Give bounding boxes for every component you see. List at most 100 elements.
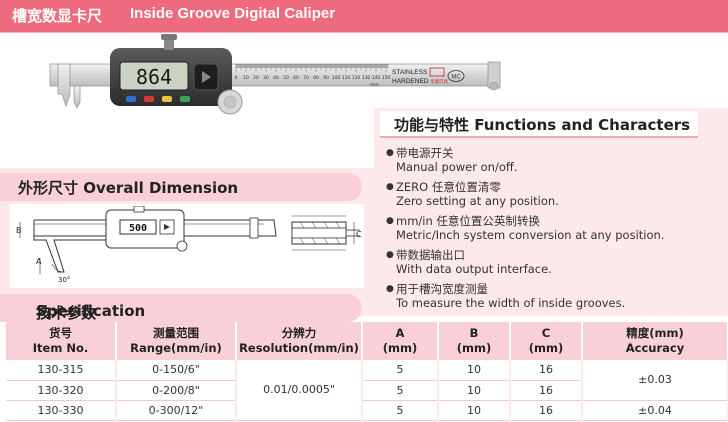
title-bar: 槽宽数显卡尺 Inside Groove Digital Caliper [0, 0, 728, 32]
cell-accuracy: ±0.04 [582, 400, 728, 421]
cell-range: 0-300/12" [116, 400, 237, 421]
scale-mark-label: 40 [273, 75, 279, 81]
title-divider [0, 32, 728, 33]
drawing-angle: 30° [58, 276, 70, 284]
spec-column-header: 精度(mm)Accuracy [582, 322, 728, 360]
cell-item: 130-315 [6, 360, 117, 381]
scale-mark-label: 20 [253, 75, 259, 81]
function-item-en: To measure the width of inside grooves. [396, 296, 626, 310]
functions-title: 功能与特性 Functions and Characters [394, 116, 691, 134]
drawing-label-c: C [356, 230, 362, 239]
scale-mark-label: 110 [342, 75, 351, 81]
scale-mark-label: 90 [323, 75, 329, 81]
drawing-label-b: B [16, 226, 22, 235]
spec-header: 技术参数 Specification [0, 294, 362, 322]
cell-a: 5 [362, 380, 439, 401]
function-item-en: Zero setting at any position. [396, 194, 559, 208]
scale-mark-label: 0 [235, 75, 238, 81]
function-item-cn: mm/in 任意位置公英制转换 [396, 214, 540, 228]
fixed-jaw [57, 63, 71, 108]
cert-mark-icon [447, 70, 465, 82]
dimension-title: 外形尺寸 Overall Dimension [18, 179, 239, 197]
functions-panel [374, 108, 728, 316]
lcd-value: 864 [136, 65, 172, 89]
scale-mark-label: 50 [283, 75, 289, 81]
title-cn: 槽宽数显卡尺 [12, 7, 103, 25]
scale-mark-label: 60 [293, 75, 299, 81]
cell-b: 10 [438, 400, 511, 421]
scale-mark-label: 10 [243, 75, 249, 81]
brand-logo-icon [429, 67, 445, 77]
scale-mark-label: 100 [332, 75, 341, 81]
label-stainless: STAINLESS [392, 69, 428, 76]
dimension-header: 外形尺寸 Overall Dimension [0, 173, 362, 201]
section-view: C [291, 215, 362, 251]
label-hardened: HARDENED [392, 78, 429, 85]
green-button [180, 96, 190, 102]
unit-label: mm [370, 83, 379, 88]
scale-mark-label: 70 [303, 75, 309, 81]
cell-item: 130-330 [6, 400, 117, 421]
bullet-icon: ● [386, 284, 394, 294]
cell-c: 16 [510, 400, 583, 421]
cell-range: 0-200/8" [116, 380, 237, 401]
red-button [144, 96, 154, 102]
scale-mark-label: 130 [362, 75, 371, 81]
yellow-button [162, 96, 172, 102]
function-item-cn: 用于槽沟宽度测量 [396, 282, 488, 296]
cell-b: 10 [438, 360, 511, 381]
cell-c: 16 [510, 380, 583, 401]
cell-resolution: 0.01/0.0005" [236, 360, 363, 421]
function-item-en: Metric/Inch system conversion at any pos… [396, 228, 665, 242]
bullet-icon: ● [386, 250, 394, 260]
function-item-cn: 带电源开关 [396, 146, 454, 160]
function-item-en: With data output interface. [396, 262, 552, 276]
drawing-lcd-value: 500 [129, 223, 147, 234]
cell-c: 16 [510, 360, 583, 381]
cell-item: 130-320 [6, 380, 117, 401]
drawing-label-a: A [36, 257, 42, 266]
function-item-cn: 带数据输出口 [396, 248, 465, 262]
spec-column-header: B(mm) [438, 322, 511, 360]
bullet-icon: ● [386, 216, 394, 226]
bullet-icon: ● [386, 182, 394, 192]
cell-accuracy: ±0.03 [582, 360, 728, 401]
spec-column-header: C(mm) [510, 322, 583, 360]
spec-column-header: A(mm) [362, 322, 439, 360]
function-item-en: Manual power on/off. [396, 160, 518, 174]
scale-ticks [235, 64, 389, 72]
bullet-icon: ● [386, 148, 394, 158]
cell-a: 5 [362, 360, 439, 381]
svg-text:MC: MC [451, 75, 461, 81]
cell-b: 10 [438, 380, 511, 401]
cell-range: 0-150/6" [116, 360, 237, 381]
title-en: Inside Groove Digital Caliper [130, 5, 336, 22]
scale-mark-label: 80 [313, 75, 319, 81]
blue-button [126, 96, 136, 102]
scale-mark-label: 150 [382, 75, 391, 81]
scale-mark-label: 140 [372, 75, 381, 81]
dimension-drawing: 500 B A 30° C [16, 206, 362, 284]
scale-mark-label: 120 [352, 75, 361, 81]
function-item-cn: ZERO 任意位置清零 [396, 180, 501, 194]
brand-text: 华意刃具 [430, 78, 448, 85]
cell-a: 5 [362, 400, 439, 421]
lcd-screen [119, 61, 189, 91]
scale-mark-label: 30 [263, 75, 269, 81]
functions-header: 功能与特性 Functions and Characters [380, 111, 698, 138]
